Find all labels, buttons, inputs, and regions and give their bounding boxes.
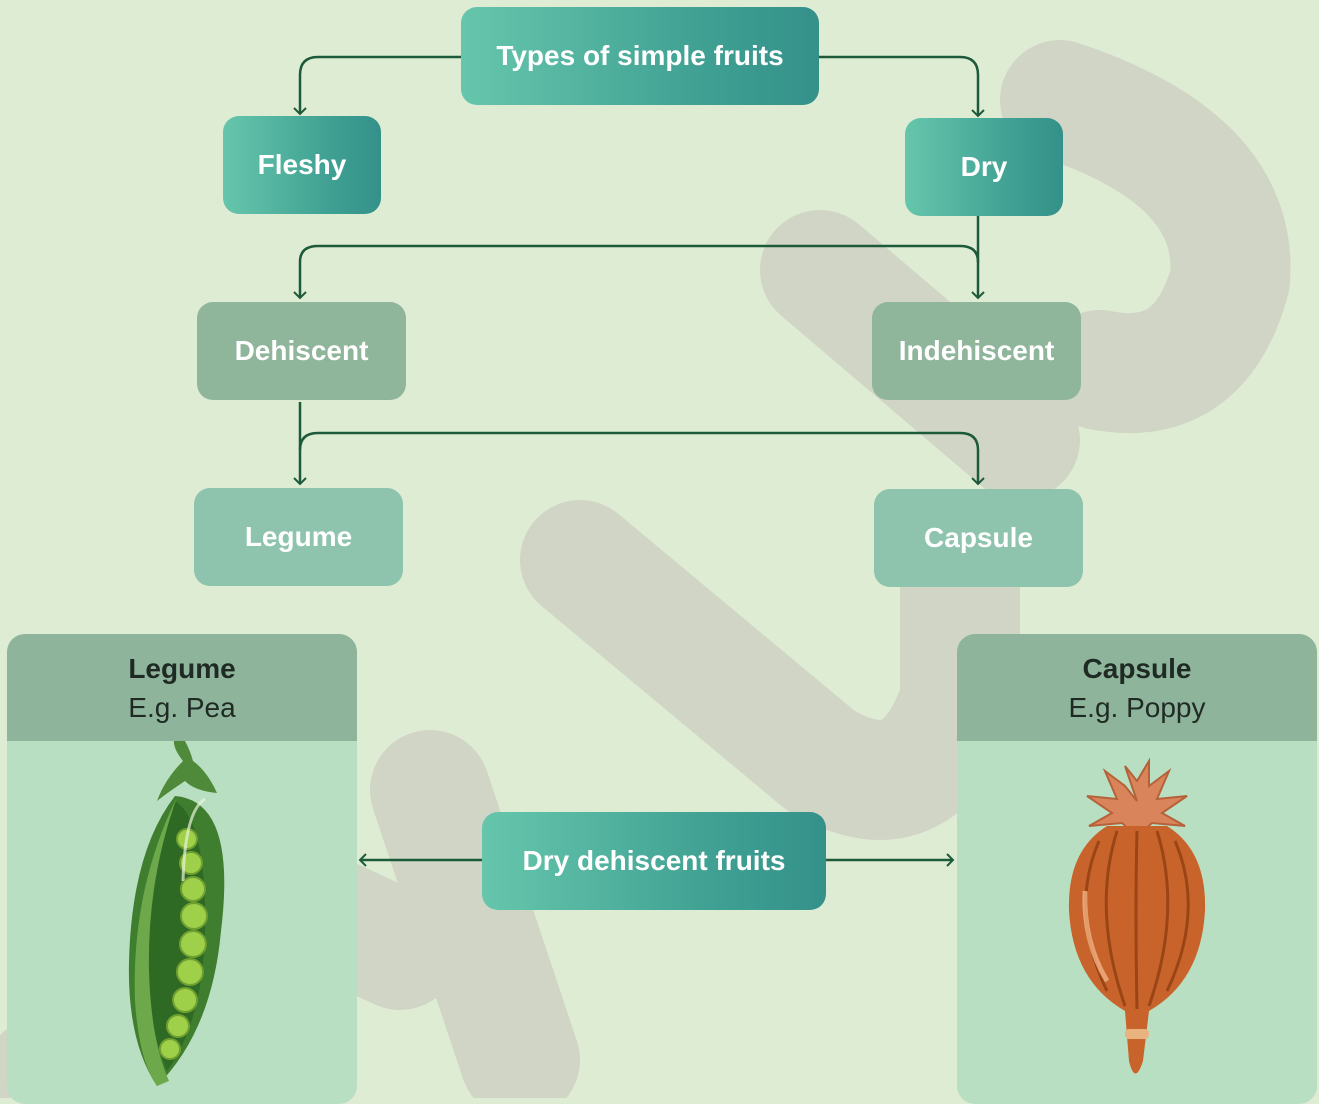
node-types-of-simple-fruits: Types of simple fruits [461,7,819,105]
edge-root-dry [819,57,978,116]
node-dehiscent: Dehiscent [197,302,406,400]
legume-card-title: Legume [128,649,235,688]
node-legume: Legume [194,488,403,586]
capsule-card-header: Capsule E.g. Poppy [957,634,1317,741]
legume-card-example: E.g. Pea [128,688,235,727]
capsule-card-example: E.g. Poppy [1069,688,1206,727]
node-dry-dehiscent-fruits: Dry dehiscent fruits [482,812,826,910]
pea-pod-illustration [7,741,357,1101]
legume-card: Legume E.g. Pea [7,634,357,1104]
node-dry: Dry [905,118,1063,216]
edge-root-fleshy [300,57,461,114]
capsule-card-title: Capsule [1083,649,1192,688]
edge-dry-dehiscent [300,246,978,298]
node-indehiscent: Indehiscent [872,302,1081,400]
legume-card-header: Legume E.g. Pea [7,634,357,741]
edge-dehiscent-capsule [300,433,978,484]
poppy-capsule-illustration [957,741,1317,1101]
node-fleshy: Fleshy [223,116,381,214]
node-capsule: Capsule [874,489,1083,587]
capsule-card: Capsule E.g. Poppy [957,634,1317,1104]
